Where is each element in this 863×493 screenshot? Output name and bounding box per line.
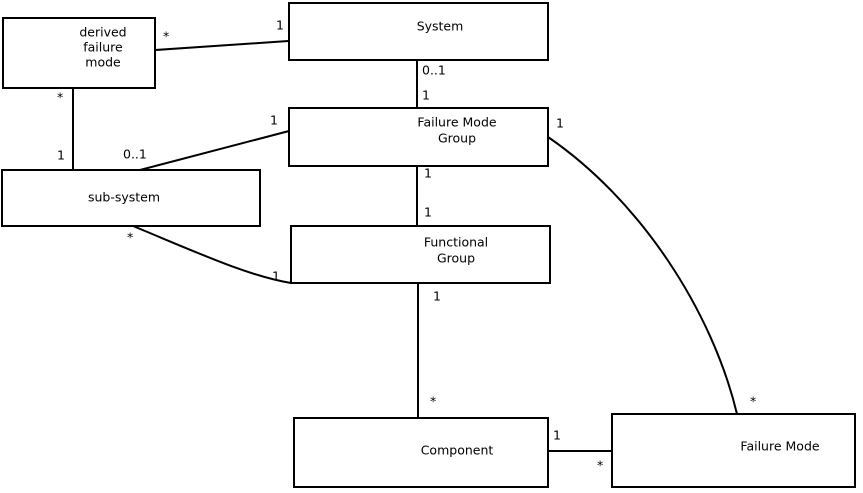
multiplicity-label-mult-subsys-fmg-near-subsys: 0..1 (123, 147, 147, 162)
association-link-sub-system-to-functional-group (131, 224, 293, 285)
multiplicity-label-mult-system-fmg-near-system: 0..1 (422, 63, 446, 78)
multiplicity-label-mult-subsys-fg-near-fg: 1 (272, 269, 280, 284)
class-box-label-failure-mode: Failure Mode (740, 439, 819, 454)
multiplicity-label-mult-dfm-system-near-dfm: * (163, 29, 169, 44)
class-box-label-failure-mode-group: Failure Mode (417, 115, 496, 130)
class-box-system[interactable]: System (289, 3, 548, 60)
multiplicity-label-mult-system-fmg-near-fmg: 1 (422, 88, 430, 103)
multiplicity-labels-layer: * 1 0..1 1 * 1 0..1 1 1 1 * 1 1 * 1 * 1 * (57, 18, 756, 473)
multiplicity-label-mult-subsys-fmg-near-fmg: 1 (270, 113, 278, 128)
multiplicity-label-mult-fg-component-near-component: * (430, 394, 436, 409)
class-box-outline-system (289, 3, 548, 60)
class-box-outline-sub-system (2, 170, 260, 226)
multiplicity-label-mult-fg-component-near-fg: 1 (433, 289, 441, 304)
class-box-label-derived-failure-mode: failure (83, 40, 123, 55)
multiplicity-label-mult-fmg-fg-near-fg: 1 (424, 205, 432, 220)
multiplicity-label-mult-dfm-system-near-system: 1 (276, 18, 284, 33)
class-box-outline-failure-mode-group (289, 108, 548, 166)
multiplicity-label-mult-subsys-fg-near-subsys: * (127, 230, 133, 245)
class-box-label-component: Component (421, 443, 494, 458)
class-box-sub-system[interactable]: sub-system (2, 170, 260, 226)
association-links-layer (72, 39, 739, 452)
class-box-component[interactable]: Component (294, 418, 548, 487)
multiplicity-label-mult-dfm-subsys-near-subsys: 1 (57, 148, 65, 163)
class-box-label-failure-mode-group: Group (438, 131, 476, 146)
multiplicity-label-mult-fmg-fm-near-fm: * (750, 394, 756, 409)
class-box-label-system: System (417, 19, 464, 34)
class-box-outline-failure-mode (612, 414, 855, 487)
association-link-failure-mode-group-to-failure-mode (546, 135, 739, 416)
class-box-label-derived-failure-mode: mode (85, 55, 121, 70)
class-box-failure-mode[interactable]: Failure Mode (612, 414, 855, 487)
association-link-derived-failure-mode-to-system (153, 39, 291, 52)
class-box-outline-derived-failure-mode (3, 18, 155, 88)
class-box-label-derived-failure-mode: derived (79, 25, 126, 40)
association-link-sub-system-to-failure-mode-group (138, 129, 291, 172)
multiplicity-label-mult-fmg-fm-near-fmg: 1 (556, 116, 564, 131)
class-box-outline-functional-group (291, 226, 550, 283)
class-box-label-functional-group: Functional (424, 235, 488, 250)
multiplicity-label-mult-component-fm-near-fm: * (597, 458, 603, 473)
multiplicity-label-mult-fmg-fg-near-fmg: 1 (424, 166, 432, 181)
class-box-outline-component (294, 418, 548, 487)
class-boxes-layer: derivedfailuremodeSystemsub-systemFailur… (2, 3, 855, 487)
class-box-label-sub-system: sub-system (88, 190, 160, 205)
class-box-label-functional-group: Group (437, 251, 475, 266)
multiplicity-label-mult-component-fm-near-component: 1 (553, 428, 561, 443)
multiplicity-label-mult-dfm-subsys-near-dfm: * (57, 90, 63, 105)
